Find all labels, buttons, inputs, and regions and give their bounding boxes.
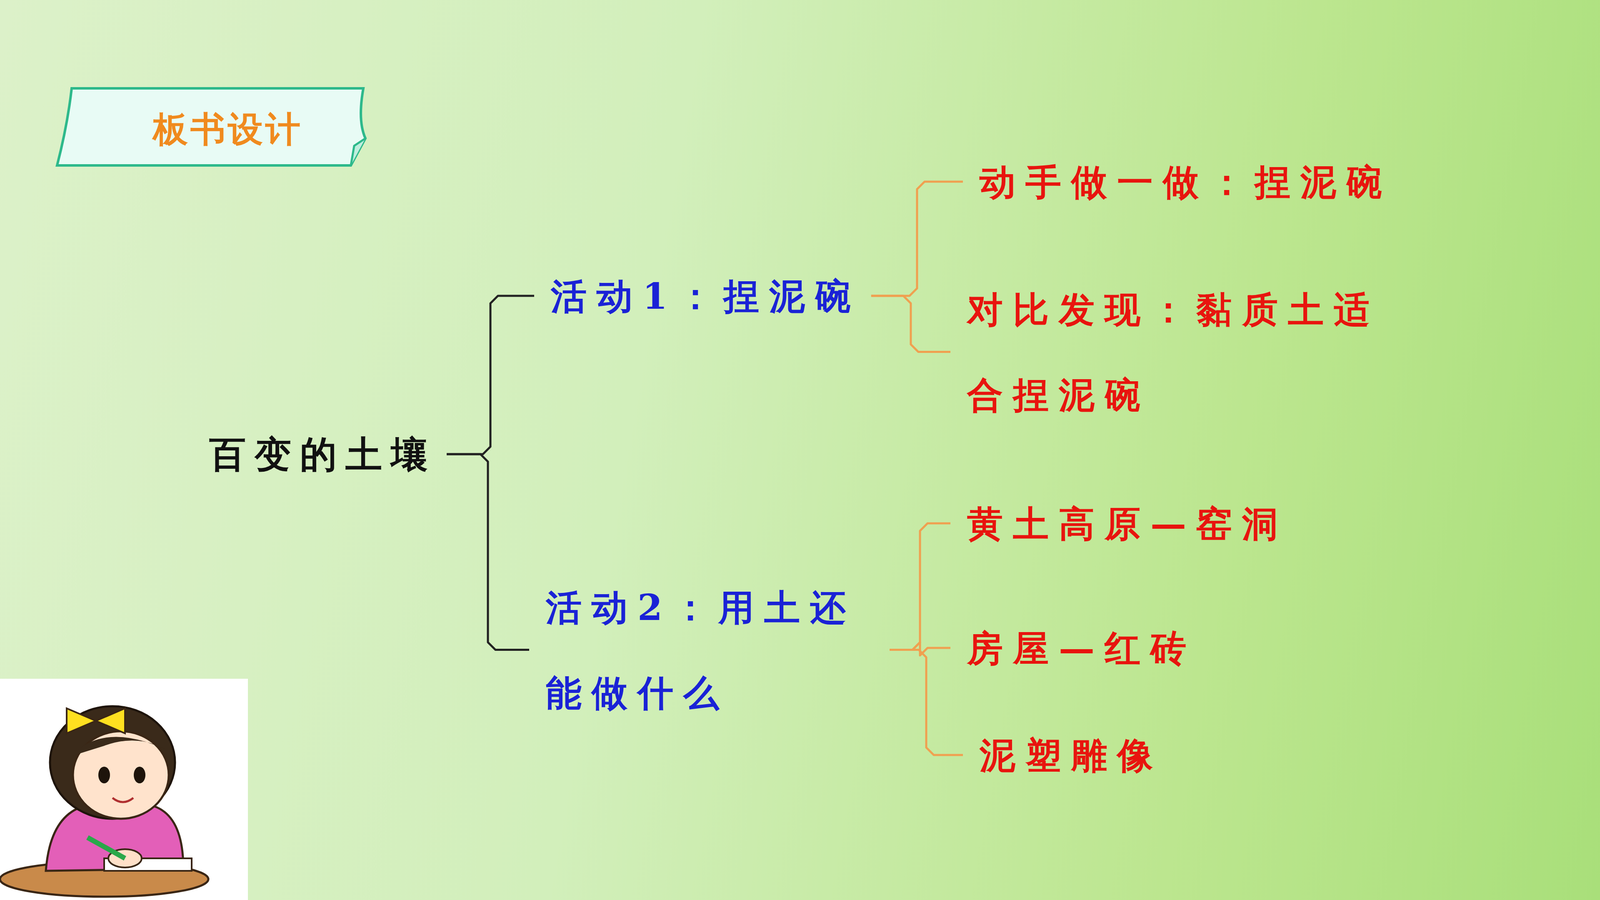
bracket-connector bbox=[889, 650, 963, 756]
activity-topic: 活动1：捏泥碗 bbox=[550, 253, 861, 339]
slide-title: 板书设计 bbox=[152, 104, 303, 155]
fringe bbox=[70, 736, 167, 757]
hair bbox=[50, 706, 175, 819]
bracket-connector bbox=[446, 295, 535, 455]
hair-bow bbox=[66, 708, 125, 734]
activity-topic: 活动2：用土还能做什么 bbox=[545, 564, 880, 736]
bracket-connector bbox=[889, 523, 951, 650]
detail-item: 对比发现：黏质土适合捏泥碗 bbox=[967, 266, 1413, 438]
node-text: 百变的土壤 bbox=[209, 411, 437, 498]
root-topic: 百变的土壤 bbox=[209, 411, 437, 498]
node-text: 对比发现：黏质土适合捏泥碗 bbox=[967, 266, 1413, 438]
mouth bbox=[112, 797, 134, 803]
bracket-connector bbox=[871, 295, 951, 353]
bracket-connector bbox=[871, 181, 963, 296]
node-text: 黄土高原—窑洞 bbox=[967, 480, 1288, 567]
illustration-ground bbox=[0, 678, 248, 900]
detail-item: 房屋—红砖 bbox=[967, 605, 1197, 691]
detail-item: 动手做一做：捏泥碗 bbox=[979, 139, 1393, 225]
node-text: 泥塑雕像 bbox=[979, 712, 1163, 798]
node-text: 房屋—红砖 bbox=[967, 605, 1197, 691]
node-text: 动手做一做：捏泥碗 bbox=[979, 139, 1393, 225]
banner-fold bbox=[350, 138, 366, 166]
detail-item: 黄土高原—窑洞 bbox=[967, 480, 1288, 567]
pencil bbox=[87, 837, 125, 859]
node-text: 活动2：用土还能做什么 bbox=[545, 564, 880, 736]
detail-item: 泥塑雕像 bbox=[979, 712, 1163, 798]
eye bbox=[98, 766, 110, 784]
bracket-connector bbox=[446, 454, 530, 650]
eye bbox=[133, 766, 146, 784]
node-text: 活动1：捏泥碗 bbox=[550, 253, 861, 339]
girl-illustration bbox=[0, 678, 248, 900]
title-banner bbox=[57, 88, 366, 166]
